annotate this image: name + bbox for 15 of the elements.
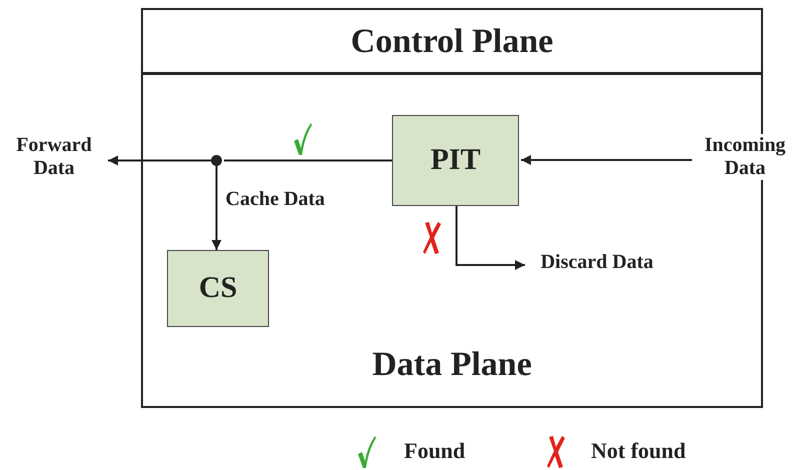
- legend-label: Found: [404, 438, 466, 464]
- process-box: [167, 250, 269, 327]
- connector-line: [224, 160, 392, 162]
- junction-dot: [211, 155, 222, 166]
- box-label: CS: [198, 271, 238, 306]
- box-label: PIT: [430, 143, 480, 178]
- legend-label: Not found: [591, 438, 686, 464]
- process-box: [392, 115, 519, 206]
- plane-title: Control Plane: [350, 22, 554, 62]
- arrow: [521, 155, 692, 165]
- arrow: [212, 166, 222, 250]
- arrow: [456, 206, 525, 270]
- plane-box: [141, 8, 763, 74]
- arrow: [108, 156, 211, 166]
- plane-title: Data Plane: [372, 344, 532, 384]
